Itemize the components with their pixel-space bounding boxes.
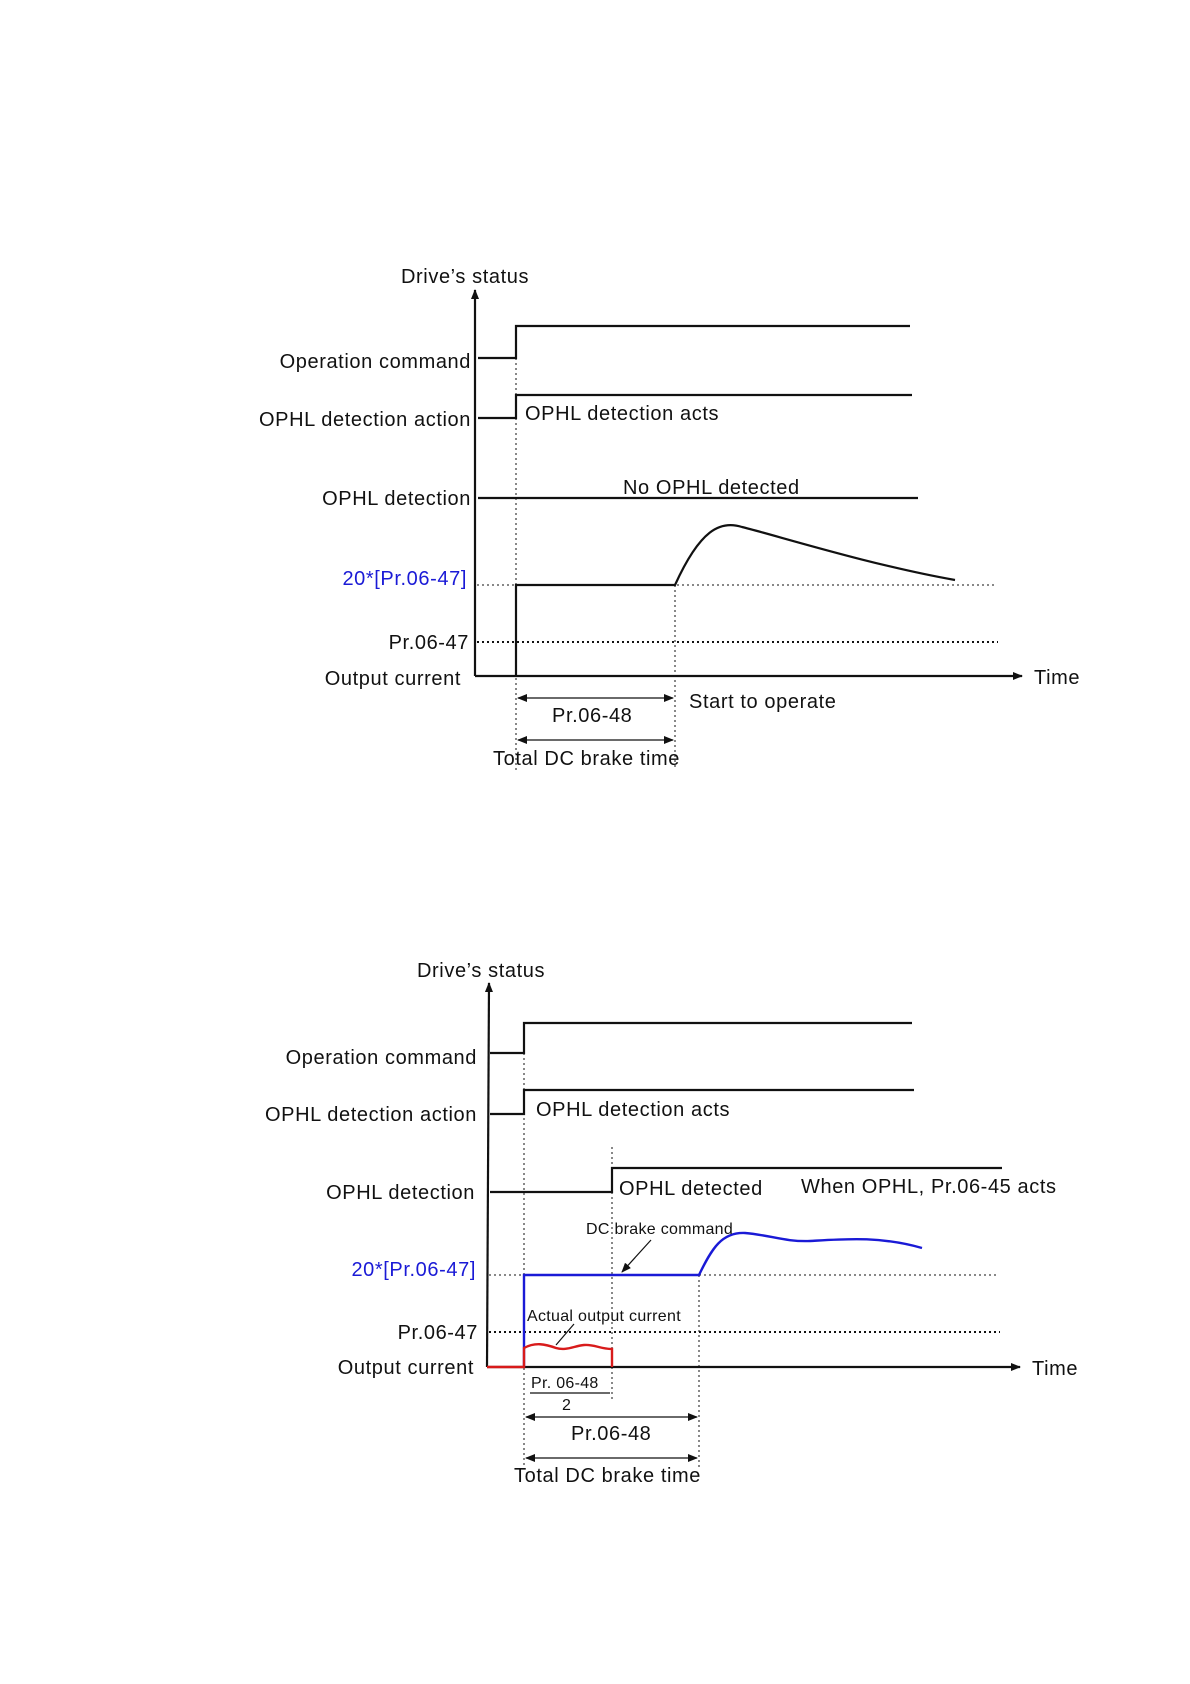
signal-operation-command-1: [478, 324, 910, 360]
note-start-operate-1: Start to operate: [689, 691, 836, 713]
diagram-1: Drive’s status Operation command OPHL de…: [259, 266, 1080, 770]
note-no-ophl-1: No OPHL detected: [623, 477, 800, 499]
x-axis-title-1: Time: [1034, 667, 1080, 689]
y-axis-title-2: Drive’s status: [417, 960, 545, 982]
pointer-actual-current-2: [555, 1323, 575, 1346]
note-dc-brake-command-2: DC brake command: [586, 1221, 733, 1238]
note-ophl-detected-2: OPHL detected: [619, 1178, 763, 1200]
label-20x-level-2: 20*[Pr.06-47]: [351, 1259, 476, 1281]
note-when-ophl-2: When OPHL, Pr.06-45 acts: [801, 1176, 1057, 1198]
signal-actual-output-current-2: [487, 1343, 614, 1369]
signal-ophl-action-1: [478, 393, 912, 420]
signal-ophl-detection-2: [490, 1166, 1002, 1194]
signal-dc-brake-command-2: [522, 1231, 923, 1367]
signal-ophl-action-2: [490, 1088, 914, 1116]
signal-operation-command-2: [490, 1021, 912, 1055]
label-ophl-action-1: OPHL detection action: [259, 409, 471, 431]
diagram-2: Drive’s status Operation command OPHL de…: [265, 960, 1078, 1487]
y-axis-title-1: Drive’s status: [401, 266, 529, 288]
label-pr-level-2: Pr.06-47: [398, 1322, 478, 1344]
note-actual-output-current-2: Actual output current: [527, 1308, 681, 1325]
fraction-denominator-2: 2: [562, 1397, 571, 1414]
note-ophl-acts-1: OPHL detection acts: [525, 403, 719, 425]
label-operation-command-2: Operation command: [286, 1047, 477, 1069]
note-ophl-acts-2: OPHL detection acts: [536, 1099, 730, 1121]
label-ophl-detection-1: OPHL detection: [322, 488, 471, 510]
label-ophl-detection-2: OPHL detection: [326, 1182, 475, 1204]
dim-label-pr0648-2: Pr.06-48: [571, 1423, 651, 1445]
label-output-current-1: Output current: [325, 668, 461, 690]
dim-label-total-2: Total DC brake time: [514, 1465, 701, 1487]
x-axis-title-2: Time: [1032, 1358, 1078, 1380]
label-ophl-action-2: OPHL detection action: [265, 1104, 477, 1126]
label-output-current-2: Output current: [338, 1357, 474, 1379]
label-20x-level-1: 20*[Pr.06-47]: [342, 568, 467, 590]
y-axis-2: [484, 982, 493, 1368]
dim-label-total-1: Total DC brake time: [493, 748, 680, 770]
dim-label-pr0648-1: Pr.06-48: [552, 705, 632, 727]
pointer-dc-brake-command-2: [621, 1239, 652, 1273]
fraction-numerator-2: Pr. 06-48: [531, 1375, 599, 1392]
signal-output-current-1: [514, 523, 956, 676]
label-pr-level-1: Pr.06-47: [389, 632, 469, 654]
label-operation-command-1: Operation command: [280, 351, 471, 373]
